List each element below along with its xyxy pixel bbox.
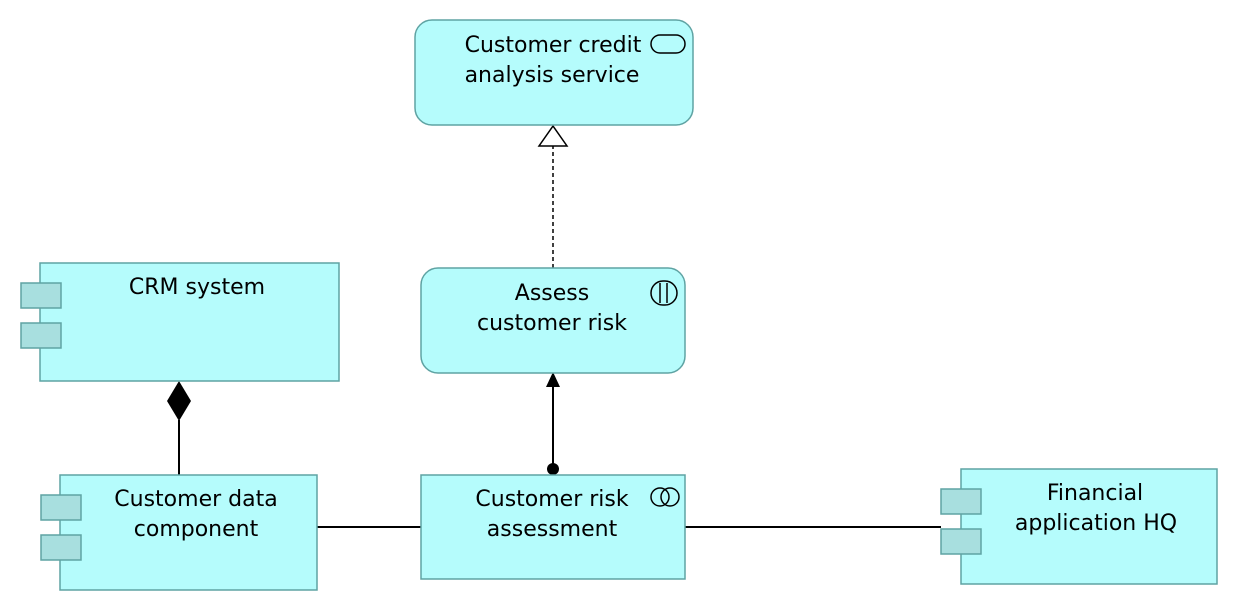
- node-crm-system[interactable]: CRM system: [20, 262, 340, 382]
- node-label-line1: Customer data: [114, 487, 277, 512]
- assignment-arrowhead: [546, 372, 560, 387]
- collaboration-icon: [650, 487, 680, 507]
- node-financial-application-hq[interactable]: Financial application HQ: [940, 468, 1218, 585]
- node-label-line2: application HQ: [1015, 511, 1177, 536]
- composition-diamond: [167, 381, 191, 421]
- component-icon: [940, 528, 982, 555]
- node-label-line1: CRM system: [129, 275, 265, 300]
- component-box: [39, 262, 340, 382]
- service-box: [414, 19, 694, 126]
- function-icon: [650, 280, 678, 306]
- node-label-line1: Financial: [1047, 481, 1143, 506]
- component-icon: [940, 488, 982, 515]
- component-box: [59, 474, 318, 591]
- function-box: [420, 267, 686, 374]
- collaboration-box: [420, 474, 686, 580]
- component-icon: [20, 322, 62, 349]
- node-label-line1: Customer risk: [475, 487, 628, 512]
- node-label-line2: assessment: [487, 517, 618, 542]
- component-icon: [20, 282, 62, 309]
- component-box: [960, 468, 1218, 585]
- node-label-line1: Customer credit: [465, 33, 642, 58]
- realization-hollow-arrowhead: [537, 124, 569, 147]
- node-customer-credit-analysis-service[interactable]: Customer credit analysis service: [414, 19, 694, 126]
- component-icon: [40, 494, 82, 521]
- node-customer-risk-assessment[interactable]: Customer risk assessment: [420, 474, 686, 580]
- assignment-relation: [546, 372, 560, 475]
- node-label-line2: customer risk: [477, 311, 627, 336]
- component-icon: [40, 534, 82, 561]
- service-icon: [650, 34, 686, 54]
- node-assess-customer-risk[interactable]: Assess customer risk: [420, 267, 686, 374]
- composition-relation: [167, 381, 191, 476]
- node-label-line2: component: [134, 517, 259, 542]
- node-label-line2: analysis service: [465, 63, 640, 88]
- realization-relation: [537, 124, 569, 268]
- assignment-dot: [547, 463, 559, 475]
- node-customer-data-component[interactable]: Customer data component: [40, 474, 318, 591]
- node-label-line1: Assess: [515, 281, 589, 306]
